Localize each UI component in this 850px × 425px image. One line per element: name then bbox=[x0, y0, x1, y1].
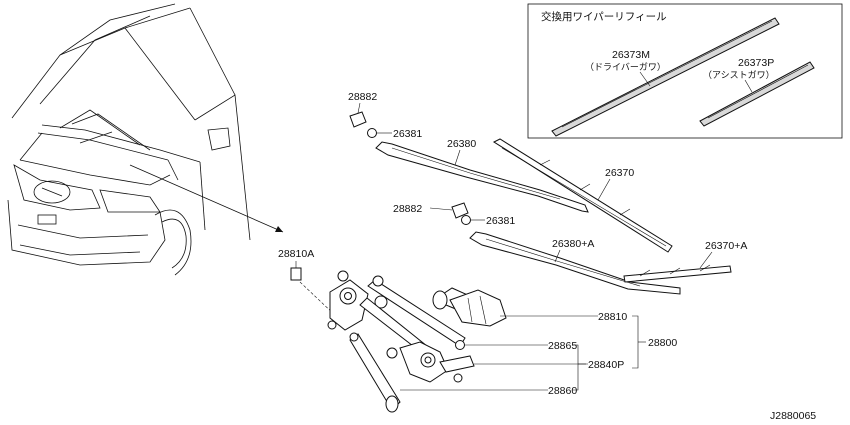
wiper-motor bbox=[432, 287, 507, 327]
vehicle-illustration bbox=[7, 3, 284, 276]
label-28865: 28865 bbox=[548, 340, 577, 352]
label-28882-lower: 28882 bbox=[393, 203, 422, 215]
pivot-cap-upper bbox=[349, 111, 367, 128]
right-pivot-assembly bbox=[386, 341, 475, 383]
wiper-blade-assist bbox=[623, 265, 732, 283]
wiper-blade-driver bbox=[492, 138, 673, 253]
wiper-arm-driver bbox=[375, 141, 589, 213]
inset-title: 交換用ワイパーリフィール bbox=[541, 10, 667, 23]
driver-refill bbox=[551, 17, 780, 137]
pivot-nut-lower bbox=[461, 215, 471, 225]
left-pivot-assembly bbox=[327, 270, 369, 331]
upper-wiper-group: 28882 26381 26380 26370 bbox=[348, 91, 673, 253]
assist-refill bbox=[699, 61, 815, 127]
label-26381-lower: 26381 bbox=[486, 215, 515, 227]
linkage-nut bbox=[455, 340, 465, 350]
label-driver-side: （ドライバーガワ） bbox=[585, 62, 666, 73]
pivot-nut-upper bbox=[367, 128, 377, 138]
label-26373m: 26373M bbox=[612, 49, 650, 61]
lower-wiper-group: 28882 26381 26380+A 26370+A bbox=[393, 202, 747, 295]
label-26381-upper: 26381 bbox=[393, 128, 422, 140]
label-26380: 26380 bbox=[447, 138, 476, 150]
label-26370a: 26370+A bbox=[705, 240, 747, 252]
label-26370: 26370 bbox=[605, 167, 634, 179]
refill-inset-box: 交換用ワイパーリフィール 26373M （ドライバーガワ） 26373P （アシ… bbox=[527, 3, 843, 139]
label-assist-side: （アシストガワ） bbox=[703, 70, 775, 81]
wiper-arm-assist bbox=[469, 231, 681, 295]
label-28840p: 28840P bbox=[588, 359, 624, 371]
label-28810: 28810 bbox=[598, 311, 627, 323]
linkage-motor-group: 28810A 28810 bbox=[278, 248, 677, 413]
label-28882-upper: 28882 bbox=[348, 91, 377, 103]
diagram-code: J2880065 bbox=[770, 410, 816, 422]
pivot-boot bbox=[290, 267, 302, 281]
pivot-cap-lower bbox=[451, 202, 469, 219]
label-26373p: 26373P bbox=[738, 57, 774, 69]
label-28800: 28800 bbox=[648, 337, 677, 349]
label-26380a: 26380+A bbox=[552, 238, 594, 250]
label-28810a: 28810A bbox=[278, 248, 314, 260]
label-28860: 28860 bbox=[548, 385, 577, 397]
